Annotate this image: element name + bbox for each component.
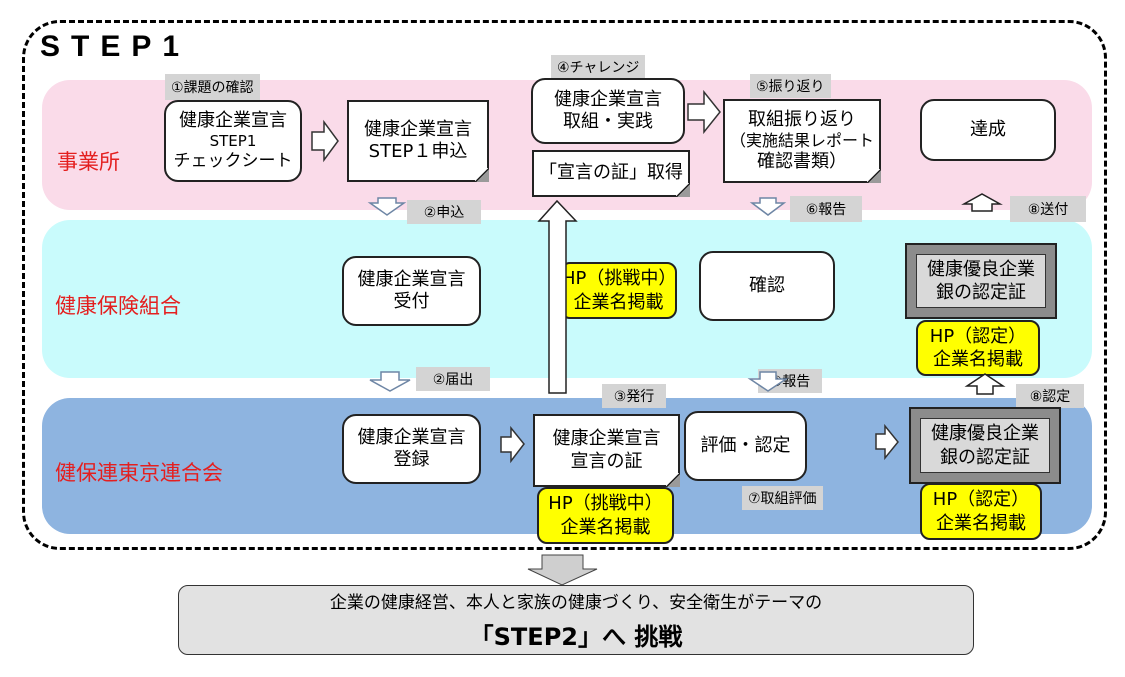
box-confirm: 確認 [699, 251, 835, 321]
arrow-up-icon-long [537, 199, 578, 394]
badge-text: HP（挑戦中） [548, 493, 663, 515]
box-text: 健康企業宣言 [357, 268, 466, 290]
step-tag-5: ⑤振り返り [750, 74, 831, 98]
box-checksheet: 健康企業宣言 STEP1 チェックシート [164, 100, 302, 182]
badge-hp-cert-kenpo: HP（認定） 企業名掲載 [916, 320, 1040, 376]
badge-text: HP（認定） [929, 325, 1027, 347]
step-tag-2-apply: ②申込 [407, 200, 481, 224]
badge-text: 企業名掲載 [560, 516, 651, 538]
cert-text: 銀の認定証 [936, 282, 1026, 303]
certificate-rengo-face: 健康優良企業 銀の認定証 [920, 418, 1050, 473]
certificate-kenpo: 健康優良企業 銀の認定証 [905, 243, 1057, 319]
box-text: 達成 [970, 118, 1006, 140]
arrow-up-icon [964, 373, 1006, 395]
step1-frame [22, 20, 1107, 550]
step-tag-7: ⑦取組評価 [742, 486, 823, 510]
step-tag-4: ④チャレンジ [551, 55, 646, 79]
step-tag-8-send: ⑧送付 [1010, 196, 1086, 222]
box-text: 取組・実践 [563, 111, 653, 132]
certificate-rengo: 健康優良企業 銀の認定証 [909, 407, 1061, 484]
arrow-right-icon [500, 425, 525, 464]
arrow-down-icon [369, 371, 411, 392]
box-text: 取組振り返り [748, 108, 856, 130]
box-text: （実施結果レポート [729, 131, 874, 150]
box-text: 健康企業宣言 [179, 109, 287, 131]
step-tag-6-office: ⑥報告 [790, 196, 862, 222]
arrow-down-step2-icon [527, 554, 598, 586]
badge-hp-challenge-rengo: HP（挑戦中） 企業名掲載 [537, 487, 674, 544]
box-text: 受付 [393, 291, 430, 312]
badge-text: HP（認定） [932, 489, 1030, 511]
arrow-right-icon [875, 423, 899, 461]
step-tag-3: ③発行 [602, 384, 666, 408]
step-title: STEP1 [40, 30, 191, 63]
next-step-box: 企業の健康経営、本人と家族の健康づくり、安全衛生がテーマの 「STEP2」へ 挑… [178, 585, 974, 655]
box-text: 健康企業宣言 [364, 118, 472, 140]
cert-text: 健康優良企業 [927, 258, 1035, 280]
badge-text: 企業名掲載 [936, 512, 1026, 534]
box-step1-apply: 健康企業宣言 STEP１申込 [347, 100, 489, 182]
next-step-description: 企業の健康経営、本人と家族の健康づくり、安全衛生がテーマの [329, 593, 823, 613]
lane-label-kenpo: 健康保険組合 [55, 294, 181, 318]
arrow-down-icon [367, 197, 407, 216]
step-tag-2-notify: ②届出 [416, 367, 490, 391]
next-step-title: 「STEP2」へ 挑戦 [469, 623, 683, 651]
arrow-right-icon [687, 89, 721, 135]
box-text: 健康企業宣言 [554, 88, 662, 110]
arrow-right-icon [311, 119, 339, 163]
lane-label-office: 事業所 [57, 150, 120, 174]
box-text: チェックシート [173, 151, 293, 171]
badge-hp-challenge-kenpo: HP（挑戦中） 企業名掲載 [560, 262, 677, 319]
box-text: 「宣言の証」取得 [539, 162, 683, 184]
arrow-down-icon [749, 197, 787, 216]
box-achieved: 達成 [920, 99, 1056, 161]
box-register: 健康企業宣言 登録 [342, 414, 481, 484]
box-text: 評価・認定 [700, 434, 791, 456]
box-text: 健康企業宣言 [357, 426, 466, 448]
lane-label-rengo: 健保連東京連合会 [55, 461, 223, 485]
box-text: 健康企業宣言 [552, 428, 661, 449]
box-text: STEP1 [209, 132, 257, 151]
badge-text: 企業名掲載 [573, 291, 664, 313]
box-text: 確認 [749, 274, 785, 296]
arrow-down-icon [747, 371, 789, 392]
arrow-up-icon [961, 193, 1003, 212]
certificate-kenpo-face: 健康優良企業 銀の認定証 [916, 254, 1046, 308]
box-text: 登録 [393, 449, 430, 470]
box-text: 確認書類） [757, 151, 847, 172]
badge-text: 企業名掲載 [933, 349, 1023, 370]
badge-text: HP（挑戦中） [562, 268, 677, 290]
box-review: 取組振り返り （実施結果レポート 確認書類） [723, 99, 881, 183]
box-evaluate: 評価・認定 [684, 411, 807, 481]
box-text: STEP１申込 [368, 141, 468, 162]
step-tag-8-certify: ⑧認定 [1016, 384, 1084, 408]
cert-text: 健康優良企業 [931, 423, 1039, 445]
box-practice: 健康企業宣言 取組・実践 [531, 78, 685, 144]
box-proof-obtained: 「宣言の証」取得 [532, 150, 690, 197]
cert-text: 銀の認定証 [940, 446, 1030, 468]
box-text: 宣言の証 [570, 450, 643, 472]
box-receive: 健康企業宣言 受付 [342, 256, 481, 326]
badge-hp-cert-rengo: HP（認定） 企業名掲載 [920, 483, 1042, 540]
box-proof: 健康企業宣言 宣言の証 [533, 414, 680, 487]
step-tag-1: ①課題の確認 [165, 74, 260, 100]
